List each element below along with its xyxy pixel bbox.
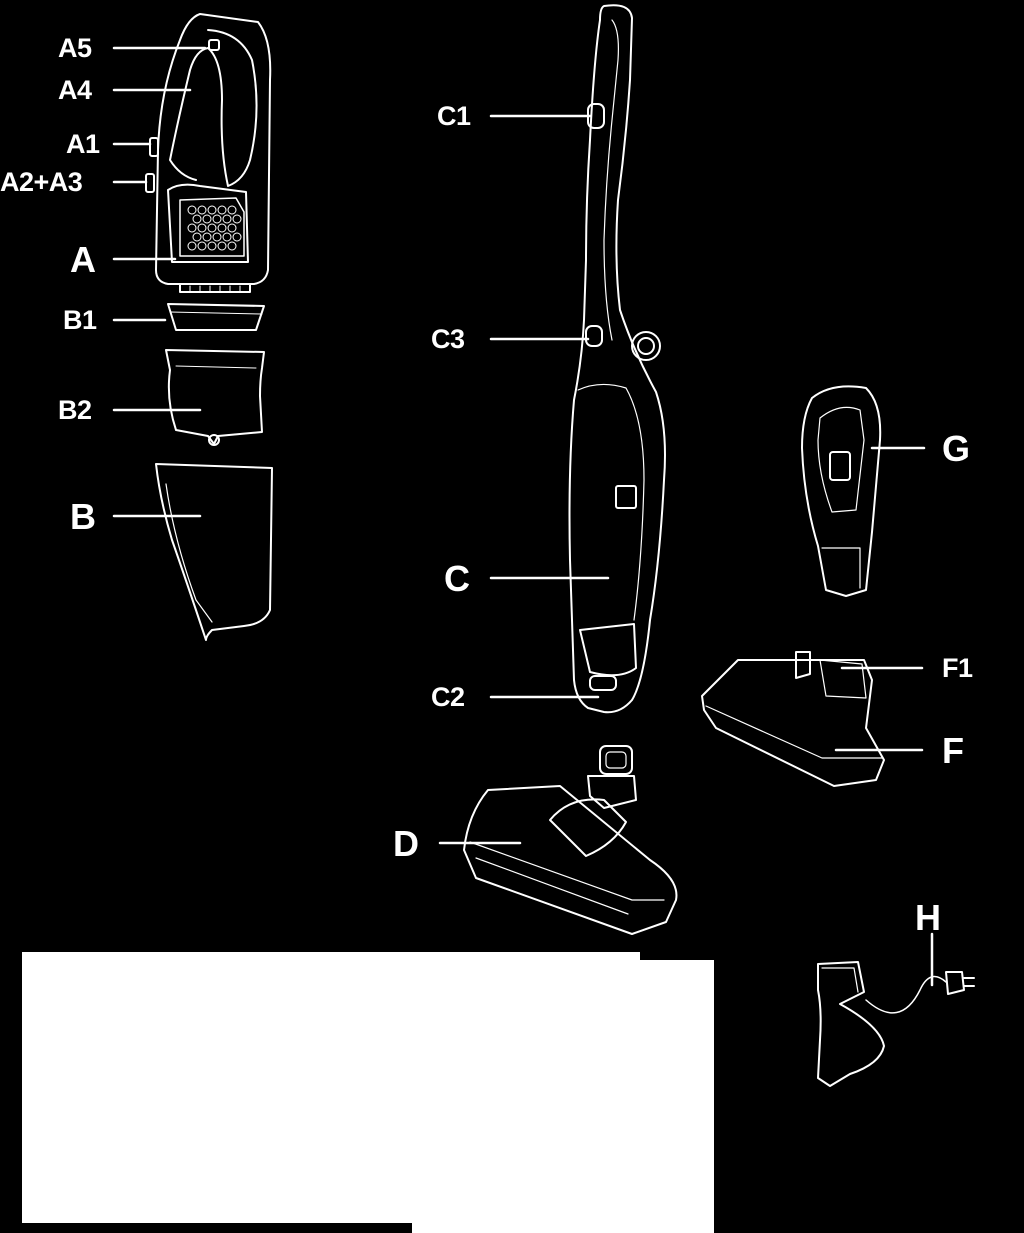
dust-container-b-illustration (155, 463, 273, 641)
label-a1: A1 (66, 129, 100, 159)
stick-body-c-illustration (568, 4, 666, 714)
label-a: A (70, 239, 96, 280)
parking-station-f-illustration (701, 651, 885, 787)
label-b2: B2 (58, 395, 92, 425)
charging-station-h-illustration (817, 961, 975, 1087)
leader-lines (112, 46, 934, 987)
label-c3: C3 (431, 324, 465, 354)
blank-panel-right (640, 960, 714, 1233)
handheld-unit-illustration (145, 13, 272, 293)
filter-holder-b2-illustration (165, 349, 265, 446)
wall-mount-g-illustration (801, 385, 882, 597)
filter-b1-illustration (167, 303, 265, 331)
label-c2: C2 (431, 682, 465, 712)
label-a2-a3: A2+A3 (0, 167, 83, 197)
label-g: G (942, 428, 970, 469)
label-c: C (444, 558, 470, 599)
blank-panel-left (22, 952, 640, 1223)
label-c1: C1 (437, 101, 471, 131)
floor-nozzle-d-illustration (463, 745, 678, 935)
label-b1: B1 (63, 305, 97, 335)
label-a4: A4 (58, 75, 92, 105)
label-d: D (393, 823, 419, 864)
label-h: H (915, 897, 941, 938)
label-f: F (942, 730, 964, 771)
label-f1: F1 (942, 653, 973, 683)
label-b: B (70, 496, 96, 537)
blank-panel-bottom (412, 1216, 640, 1233)
label-a5: A5 (58, 33, 92, 63)
